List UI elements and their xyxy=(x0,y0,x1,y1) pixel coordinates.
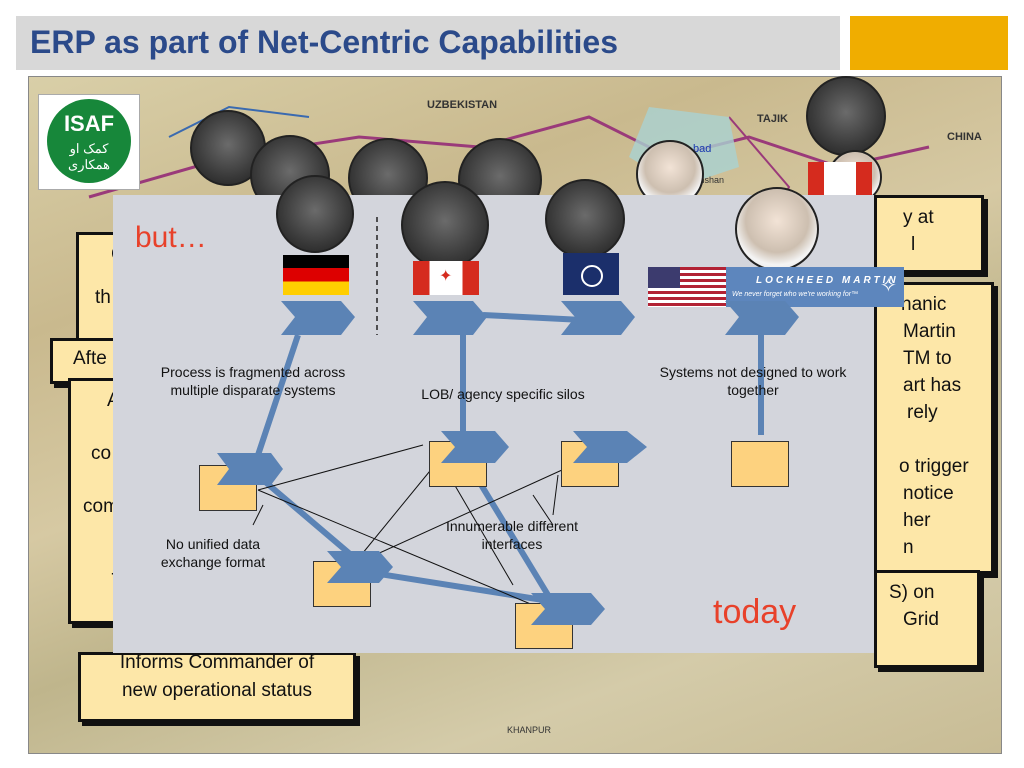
chevrons xyxy=(281,301,799,335)
bg-box-text: Martin xyxy=(903,321,956,342)
bg-box-right-mid: hanic Martin TM to art has rely o trigge… xyxy=(874,282,994,574)
maple-leaf-icon: ✦ xyxy=(439,268,453,285)
bg-box-text: Grid xyxy=(903,609,939,630)
map-label-china: CHINA xyxy=(947,131,982,143)
bg-box-text xyxy=(877,426,991,453)
caption-not-designed: Systems not designed to work together xyxy=(659,364,847,398)
accent-block xyxy=(850,16,1008,70)
bg-box-text: art has xyxy=(903,375,962,396)
small-chevrons xyxy=(217,431,647,625)
nato-compass-icon xyxy=(581,265,603,287)
map-label-khanpur: KHANPUR xyxy=(507,725,552,735)
bg-box-text: her xyxy=(903,510,931,531)
lm-logo-tagline: We never forget who we're working for™ xyxy=(732,291,859,298)
chevron-arrow xyxy=(413,301,487,335)
bg-box-right-bottom: S) on Grid xyxy=(874,570,980,668)
usa-flag-canton xyxy=(648,267,680,288)
bg-box-text: th xyxy=(95,287,111,308)
isaf-subtitle: کمک او همکاری xyxy=(68,141,110,172)
chevron-arrow xyxy=(573,431,647,463)
bg-box-text: S) on xyxy=(889,582,935,603)
caption-no-unified: No unified data exchange format xyxy=(160,536,266,570)
bg-box-text: Informs Commander of xyxy=(119,652,315,673)
bg-box-text: new operational status xyxy=(121,680,313,701)
bg-box-text: A xyxy=(71,381,117,414)
bg-box-text: o trigger xyxy=(899,456,969,477)
chevron-arrow xyxy=(217,453,283,485)
pilot-photo xyxy=(401,181,489,269)
system-box xyxy=(731,441,789,487)
isaf-logo: ISAF کمک او همکاری xyxy=(38,94,140,190)
bg-box-text: n xyxy=(903,537,914,558)
map-label-uzbekistan: UZBEKISTAN xyxy=(427,99,498,111)
bg-box-text: hanic xyxy=(901,294,947,315)
bg-box-text: rely xyxy=(907,402,938,423)
chevron-arrow xyxy=(327,551,393,583)
bg-box-text: y at xyxy=(903,207,934,228)
title-bar xyxy=(16,16,840,70)
bg-box-left-inner: A co com - xyxy=(68,378,120,624)
isaf-name: ISAF xyxy=(63,111,115,136)
lm-logo-name: LOCKHEED MARTIN xyxy=(756,275,899,286)
map-label-city-2: khshan xyxy=(695,175,725,185)
but-label: but… xyxy=(135,221,207,254)
caption-innumerable: Innumerable different interfaces xyxy=(445,518,579,552)
pilot-photo xyxy=(806,76,886,156)
overlay-panel: but… today ✦ LOCKHEED MARTIN We never fo… xyxy=(113,175,904,653)
bg-box-text: l xyxy=(911,234,916,255)
slide-title: ERP as part of Net-Centric Capabilities xyxy=(30,24,618,60)
chevron-arrow xyxy=(441,431,509,463)
lm-star-icon: ✧ xyxy=(880,275,897,297)
bg-box-right-top: y at l xyxy=(874,195,984,273)
lockheed-martin-logo: LOCKHEED MARTIN We never forget who we'r… xyxy=(726,267,904,307)
bg-box-left-bottom: Informs Commander of new operational sta… xyxy=(78,652,356,722)
bg-box-text: com xyxy=(83,496,119,517)
usa-flag xyxy=(648,267,726,307)
bg-box-text: co xyxy=(91,443,112,464)
map-label-city-1: bad xyxy=(693,143,712,155)
chevron-arrow xyxy=(561,301,635,335)
canada-flag: ✦ xyxy=(413,261,479,295)
bg-box-text: Afte xyxy=(73,348,107,369)
overlay-diagram xyxy=(250,217,764,606)
isaf-emblem: ISAF کمک او همکاری xyxy=(47,99,131,183)
bg-box-text: - xyxy=(71,520,117,587)
map-label-tajik: TAJIK xyxy=(757,113,788,125)
chevron-arrow xyxy=(281,301,355,335)
operator-photo xyxy=(545,179,625,259)
germany-flag xyxy=(283,255,349,295)
chevron-arrow xyxy=(531,593,605,625)
nato-flag xyxy=(563,253,619,295)
today-label: today xyxy=(713,593,797,631)
bg-box-text: notice xyxy=(903,483,954,504)
bg-box-text: TM to xyxy=(903,348,952,369)
chevron-arrow xyxy=(725,301,799,335)
caption-silos: LOB/ agency specific silos xyxy=(421,386,585,402)
canada-flag xyxy=(808,162,872,198)
caption-fragmented: Process is fragmented across multiple di… xyxy=(160,364,346,398)
soldier-photo xyxy=(276,175,354,253)
